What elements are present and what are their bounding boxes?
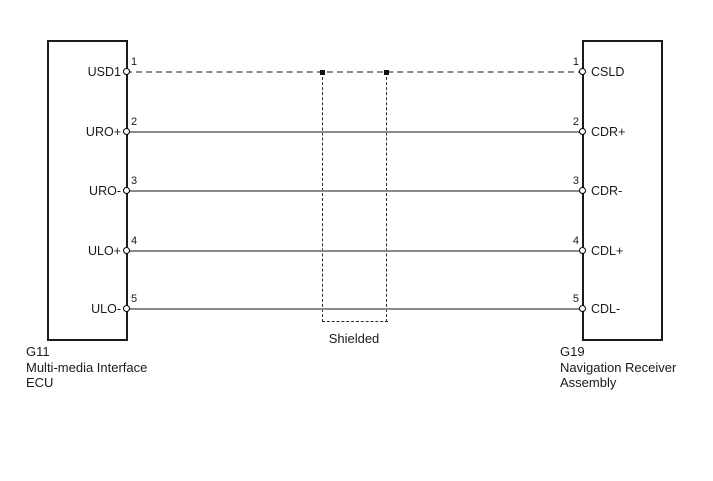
right-connector-caption: G19 Navigation Receiver Assembly	[560, 344, 676, 391]
left-pin-label: ULO-	[91, 302, 121, 316]
right-pin-number: 2	[572, 115, 579, 128]
left-pin-number: 4	[131, 234, 138, 247]
right-pin-terminal	[579, 305, 586, 312]
left-connector-box	[47, 40, 128, 341]
right-pin-terminal	[579, 127, 586, 135]
right-pin-terminal	[579, 246, 586, 254]
right-pin-label: CDR+	[591, 124, 626, 139]
shield-bottom-line	[322, 321, 388, 322]
left-connector-name: Multi-media Interface	[26, 359, 148, 375]
right-pin-terminal	[579, 68, 586, 75]
left-connector-name: ECU	[26, 375, 54, 390]
right-pin-number: 1	[572, 56, 579, 68]
left-pin-terminal	[123, 68, 130, 75]
left-pin-terminal	[123, 127, 130, 135]
shield-left-line	[322, 72, 323, 322]
wire-uro+-cdr+	[126, 130, 584, 133]
shield-label: Shielded	[328, 331, 380, 346]
right-pin-number: 4	[572, 234, 579, 247]
left-pin-number: 1	[131, 56, 138, 68]
left-connector-caption: G11 Multi-media Interface ECU	[26, 344, 147, 391]
left-connector-code: G11	[26, 344, 50, 359]
left-pin-number: 3	[131, 174, 138, 187]
left-pin-terminal	[123, 186, 130, 194]
left-pin-label: ULO+	[87, 243, 121, 258]
wire-ulo--cdl-	[126, 308, 584, 310]
shield-right-line	[386, 72, 387, 322]
right-connector-name: Navigation Receiver	[560, 359, 677, 375]
right-pin-label: CDL-	[591, 302, 621, 316]
right-pin-number: 5	[572, 293, 579, 305]
shield-junction-dot	[320, 70, 325, 75]
left-pin-terminal	[123, 305, 130, 312]
wire-usd1-csld	[126, 71, 584, 73]
shield-junction-dot	[384, 70, 389, 75]
right-connector-name: Assembly	[560, 375, 617, 390]
right-pin-label: CDR-	[591, 183, 623, 198]
left-pin-terminal	[123, 246, 130, 254]
left-pin-label: USD1	[87, 65, 121, 79]
left-pin-label: URO-	[89, 183, 121, 198]
right-connector-code: G19	[560, 344, 585, 359]
left-pin-number: 2	[131, 115, 138, 128]
left-pin-label: URO+	[85, 124, 121, 139]
wire-ulo+-cdl+	[126, 249, 584, 252]
wire-uro--cdr-	[126, 189, 584, 192]
right-pin-number: 3	[572, 174, 579, 187]
right-pin-terminal	[579, 186, 586, 194]
right-pin-label: CDL+	[591, 243, 624, 258]
right-pin-label: CSLD	[591, 65, 625, 79]
left-pin-number: 5	[131, 293, 138, 305]
